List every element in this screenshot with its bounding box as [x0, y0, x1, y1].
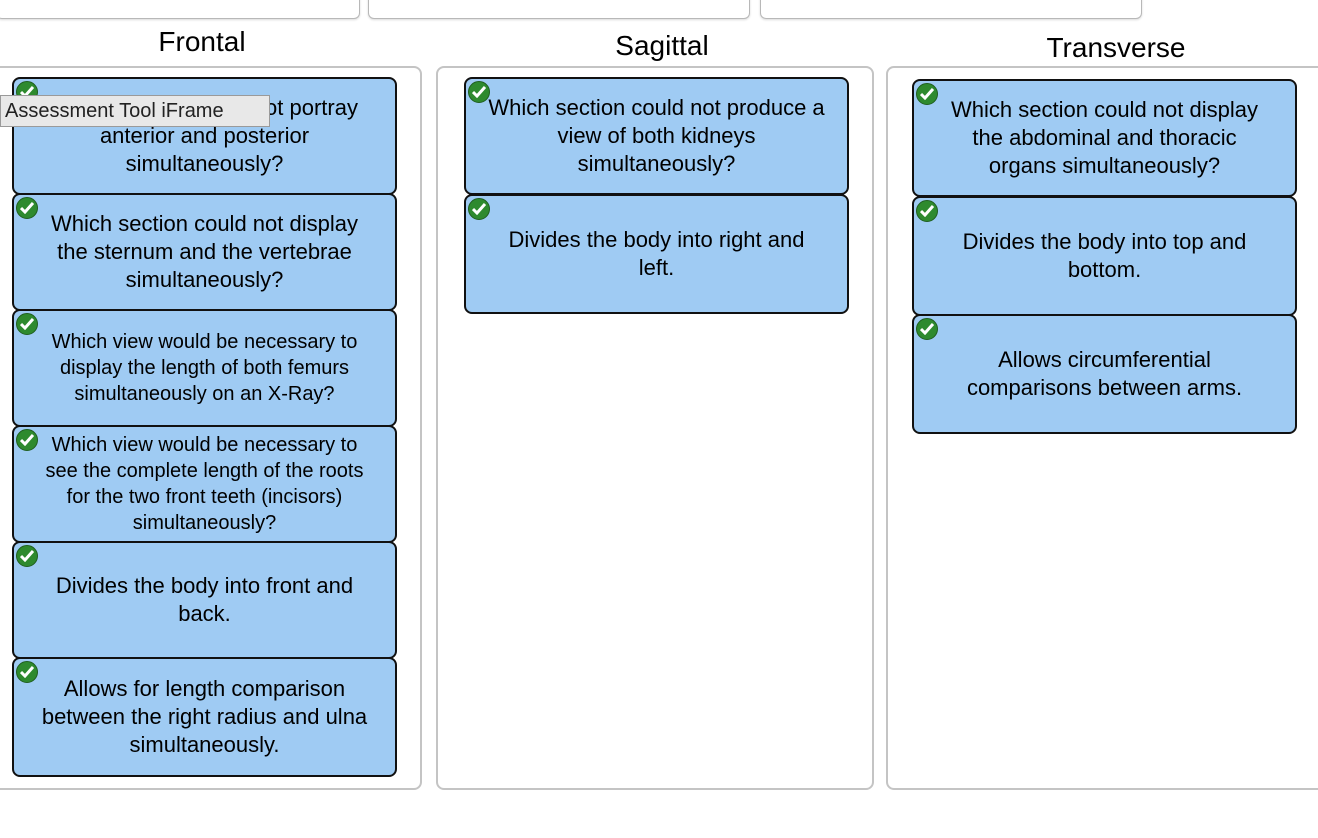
frontal-card-2[interactable]: Which section could not display the ster…	[12, 193, 397, 311]
frontal-card-4[interactable]: Which view would be necessary to see the…	[12, 425, 397, 543]
card-text: Which view would be necessary to see the…	[45, 434, 364, 534]
card-text: Allows for length comparison between the…	[41, 676, 368, 757]
check-icon	[16, 661, 38, 683]
card-text: Which view would be necessary to display…	[51, 331, 358, 405]
card-text: Which section could not produce a view o…	[488, 95, 825, 176]
card-text: Divides the body into front and back.	[55, 573, 354, 626]
card-text: Which section could not display the abdo…	[951, 97, 1258, 178]
transverse-card-2[interactable]: Divides the body into top and bottom.	[912, 196, 1297, 316]
check-icon	[468, 81, 490, 103]
check-icon	[16, 197, 38, 219]
card-text: Divides the body into right and left.	[508, 227, 805, 280]
frontal-card-5[interactable]: Divides the body into front and back.	[12, 541, 397, 659]
frontal-card-3[interactable]: Which view would be necessary to display…	[12, 309, 397, 427]
transverse-card-3[interactable]: Allows circumferential comparisons betwe…	[912, 314, 1297, 434]
top-tab-1[interactable]	[0, 0, 360, 19]
sagittal-card-1[interactable]: Which section could not produce a view o…	[464, 77, 849, 195]
check-icon	[16, 429, 38, 451]
card-text: Allows circumferential comparisons betwe…	[966, 347, 1243, 400]
card-text: Divides the body into top and bottom.	[962, 229, 1247, 282]
top-tab-2[interactable]	[368, 0, 750, 19]
sagittal-card-2[interactable]: Divides the body into right and left.	[464, 194, 849, 314]
iframe-tooltip: Assessment Tool iFrame	[0, 95, 270, 127]
check-icon	[16, 545, 38, 567]
transverse-card-1[interactable]: Which section could not display the abdo…	[912, 79, 1297, 197]
column-title-sagittal: Sagittal	[615, 30, 709, 61]
frontal-card-6[interactable]: Allows for length comparison between the…	[12, 657, 397, 777]
check-icon	[916, 83, 938, 105]
top-tab-3[interactable]	[760, 0, 1142, 19]
check-icon	[916, 318, 938, 340]
check-icon	[468, 198, 490, 220]
column-title-transverse: Transverse	[1046, 32, 1186, 63]
check-icon	[916, 200, 938, 222]
card-text: Which section could not display the ster…	[51, 211, 358, 292]
column-title-frontal: Frontal	[158, 26, 246, 57]
check-icon	[16, 313, 38, 335]
